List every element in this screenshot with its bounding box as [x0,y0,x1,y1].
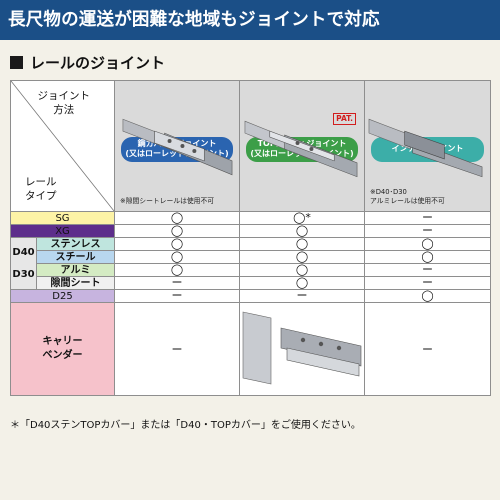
section-title: レールのジョイント [30,53,166,72]
carrier-bender-illustration [242,311,361,384]
compat-mark: ◯* [293,211,311,224]
compat-mark: ◯ [421,250,434,263]
table-row-carrier-bender: キャリーベンダー ー ー [10,302,491,396]
compat-mark: ◯ [170,263,184,276]
compat-mark: ー [422,276,433,289]
compat-mark: ー [296,289,308,302]
compat-mark: ◯ [295,224,309,237]
section-header: レールのジョイント [10,52,165,72]
compat-mark: ー [422,343,433,356]
compat-mark: ー [171,343,183,356]
compat-mark: ー [171,276,183,289]
rail-label-sg: SG [10,211,115,225]
diagonal-divider [11,81,114,211]
steel-cover-joint-illustration [122,118,233,176]
compat-mark: ◯ [170,211,184,224]
compat-mark: ◯ [170,237,184,250]
compat-mark: ー [422,263,433,276]
table-row-aluminum: アルミ ◯ ◯ ー [11,263,491,277]
compat-mark: ◯ [421,289,434,302]
compat-mark: ◯ [295,263,309,276]
column-note: ※隙間シートレールは使用不可 [120,197,215,205]
joint-method-label: ジョイント方法 [37,90,91,116]
top-cover-joint-illustration [244,120,358,178]
compat-mark: ◯ [295,250,309,263]
inner-joint-illustration [368,118,483,178]
table-row-sg: SG ◯ ◯* ー [10,211,491,225]
carrier-bender-illustration-cell [239,302,365,396]
table-row-d25: D25 ー ー ◯ [10,289,491,303]
compat-mark: ◯ [170,250,184,263]
table-row-xg: XG ◯ ◯ ー [10,224,491,238]
compat-mark: ー [422,224,433,237]
rail-label-stainless: ステンレス [36,237,115,251]
rail-type-label: レールタイプ [25,176,57,202]
rail-label-aluminum: アルミ [36,263,115,277]
compat-mark: ◯ [295,237,309,250]
table-row-steel: スチール ◯ ◯ ◯ [11,250,491,264]
compat-mark: ◯ [170,224,184,237]
compat-mark: ◯ [295,276,309,289]
footnote: ＊「D40ステンTOPカバー」または「D40・TOPカバー」をご使用ください。 [10,420,361,431]
rail-label-gap-sheet: 隙間シート [36,276,115,290]
table-row-gap-sheet: 隙間シート ー ◯ ー [11,276,491,290]
rail-label-d25: D25 [10,289,115,303]
rail-label-carrier-bender: キャリーベンダー [10,302,115,396]
table-corner-cell: ジョイント方法 レールタイプ [10,80,115,212]
rail-label-steel: スチール [36,250,115,264]
compat-mark: ー [422,211,433,224]
column-top-cover-joint: TOPカバー+ジョイント(又はローレットジョイント) PAT. [239,80,365,212]
compat-mark: ー [171,289,183,302]
compat-mark: ◯ [421,237,434,250]
patent-badge: PAT. [333,113,356,125]
rail-label-xg: XG [10,224,115,238]
square-bullet-icon [10,55,23,69]
page-banner: 長尺物の運送が困難な地域もジョイントで対応 [0,0,500,40]
column-steel-cover-joint: 鋼カバー+ジョイント(又はローレットジョイント) ※隙間シートレールは使用不可 [114,80,240,212]
